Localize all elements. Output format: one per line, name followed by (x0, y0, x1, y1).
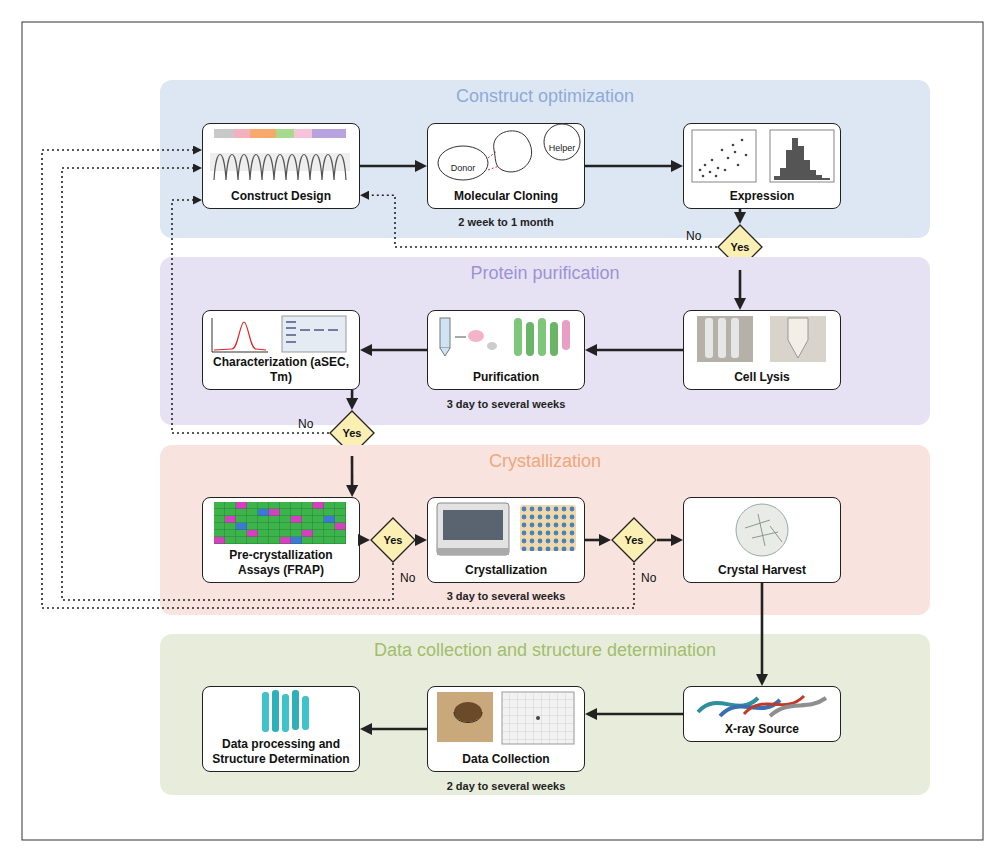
flow-arrow (351, 456, 354, 491)
label-holder: Helper (544, 137, 580, 155)
purification-art (440, 318, 570, 356)
data-collection-art (437, 692, 574, 744)
box-label: Cell Lysis (690, 370, 834, 384)
diamond-outline (612, 518, 656, 562)
assay-grid (214, 502, 346, 544)
label-holder: 3 day to several weeks (427, 394, 585, 412)
label-holder: 2 day to several weeks (427, 776, 585, 794)
decision-label: Yes (384, 534, 403, 546)
characterization-art (212, 316, 346, 352)
diamond-outline (371, 518, 415, 562)
label-holder: 2 week to 1 month (427, 212, 585, 230)
flow-arrow (739, 270, 742, 304)
box-label: Purification (434, 370, 578, 384)
crystal-drop (736, 504, 788, 556)
decision-diamond: Yes (611, 517, 657, 563)
stage-title: Protein purification (160, 257, 930, 284)
duration-note: 2 day to several weeks (447, 780, 566, 792)
edge-label: No (686, 229, 701, 243)
edge-label-holder: No (400, 568, 415, 586)
decision-label: Yes (625, 534, 644, 546)
flow-arrow (360, 165, 421, 168)
construct-design-art (210, 129, 350, 180)
cloning-art (438, 124, 580, 180)
plasmid-label: Helper (549, 143, 576, 153)
edge-label-holder: No (298, 414, 313, 432)
box-label: Crystallization (434, 563, 578, 577)
duration-note: 3 day to several weeks (447, 398, 566, 410)
box-label: Construct Design (209, 189, 353, 203)
structure-helices (262, 690, 309, 732)
edge-label: No (641, 571, 656, 585)
feedback-arrow (62, 168, 393, 600)
label-holder: Donor (443, 157, 483, 175)
edge-label-holder: No (641, 568, 656, 586)
process-box: Molecular Cloning (427, 123, 585, 209)
flow-arrow (739, 209, 742, 218)
box-label: Crystal Harvest (690, 563, 834, 577)
stage-title: Crystallization (160, 445, 930, 472)
process-box: Data processing and Structure Determinat… (202, 686, 360, 772)
process-box: Purification (427, 310, 585, 390)
figure-frame (22, 22, 983, 840)
label-holder: 3 day to several weeks (427, 586, 585, 604)
box-label: Data processing and Structure Determinat… (209, 737, 353, 766)
feedback-arrow (42, 150, 634, 608)
flow-arrow (585, 539, 605, 542)
box-label: Pre-crystallization Assays (FRAP) (209, 548, 353, 577)
decision-label: Yes (343, 427, 362, 439)
box-label: Expression (690, 189, 834, 203)
feedback-arrow (365, 195, 718, 247)
feedback-arrow (172, 200, 329, 433)
box-label: Molecular Cloning (434, 189, 578, 203)
duration-note: 3 day to several weeks (447, 590, 566, 602)
flow-arrow (416, 539, 421, 542)
edge-label: No (400, 571, 415, 585)
expression-plots (692, 130, 834, 182)
flow-arrow (591, 349, 683, 352)
stage-title: Construct optimization (160, 80, 930, 107)
decision-diamond: Yes (370, 517, 416, 563)
cell-lysis-photos (697, 316, 826, 362)
flow-arrow (366, 728, 427, 731)
duration-note: 2 week to 1 month (458, 216, 553, 228)
box-label: Data Collection (434, 752, 578, 766)
flow-arrow (761, 583, 764, 680)
edge-label: No (298, 417, 313, 431)
flow-arrow (585, 165, 677, 168)
box-label: Characterization (aSEC, Tm) (209, 355, 353, 384)
stage-title: Data collection and structure determinat… (160, 634, 930, 661)
flow-arrow (591, 713, 683, 716)
edge-label-holder: No (686, 226, 701, 244)
flow-arrow (657, 539, 677, 542)
box-label: X-ray Source (690, 722, 834, 736)
crystallization-robot (437, 503, 576, 555)
flow-arrow (366, 349, 427, 352)
process-box: X-ray Source (683, 686, 841, 742)
flow-arrow (351, 390, 354, 404)
flow-arrow (360, 539, 364, 542)
xray-source-art (698, 696, 826, 716)
decision-label: Yes (731, 241, 750, 253)
plasmid-label: Donor (451, 163, 476, 173)
